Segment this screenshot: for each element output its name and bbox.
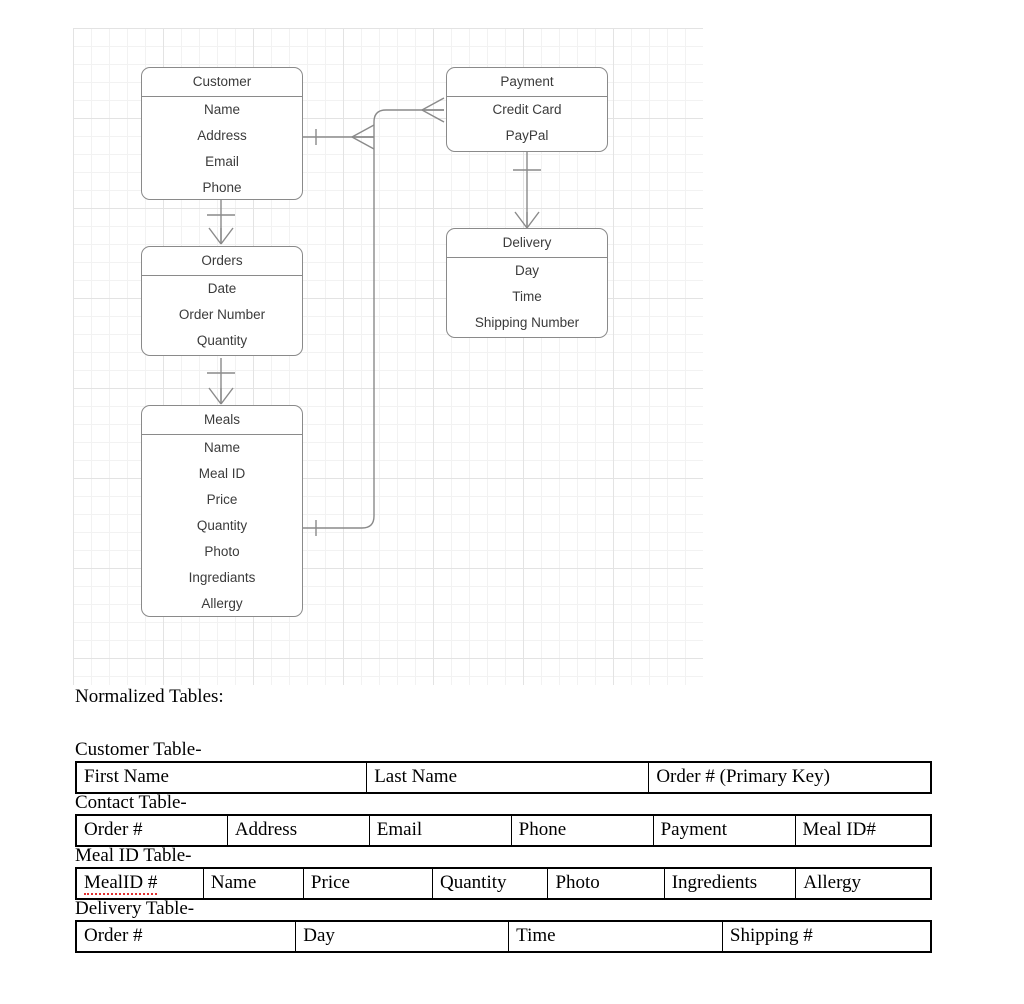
attribute-row: Phone [202, 180, 242, 195]
table-group-delivery: Delivery Table- Order # Day Time Shippin… [75, 897, 932, 953]
table-caption-customer: Customer Table- [75, 739, 202, 760]
entity-meals[interactable]: Meals Name Meal ID Price Quantity Photo … [141, 405, 303, 617]
table-header-cell[interactable]: Day [295, 920, 510, 953]
attribute-row: Name [203, 102, 240, 117]
entity-customer-title: Customer [142, 68, 302, 97]
entity-delivery-attributes: Day Time Shipping Number [447, 258, 607, 336]
delivery-table[interactable]: Order # Day Time Shipping # [75, 920, 932, 953]
table-row: MealID # Name Price Quantity Photo Ingre… [75, 867, 932, 900]
table-header-cell[interactable]: Phone [510, 814, 654, 847]
attribute-row: Ingrediants [188, 570, 256, 585]
attribute-row: Quantity [196, 333, 248, 348]
table-group-meal-id: Meal ID Table- MealID # Name Price Quant… [75, 844, 932, 900]
table-header-cell[interactable]: Name [202, 867, 304, 900]
table-caption-meal-id: Meal ID Table- [75, 845, 192, 866]
table-header-cell[interactable]: Last Name [366, 761, 650, 794]
table-header-cell[interactable]: Shipping # [721, 920, 932, 953]
attribute-row: PayPal [505, 128, 549, 143]
table-caption-contact: Contact Table- [75, 792, 187, 813]
attribute-row: Photo [204, 544, 240, 559]
table-header-cell[interactable]: Order # [75, 814, 228, 847]
table-row: Order # Address Email Phone Payment Meal… [75, 814, 932, 847]
entity-delivery[interactable]: Delivery Day Time Shipping Number [446, 228, 608, 338]
entity-customer[interactable]: Customer Name Address Email Phone [141, 67, 303, 200]
table-header-cell[interactable]: First Name [75, 761, 368, 794]
attribute-row: Address [197, 128, 247, 143]
attribute-row: Name [203, 440, 240, 455]
table-header-cell[interactable]: Time [508, 920, 723, 953]
attribute-row: Price [206, 492, 238, 507]
attribute-row: Email [205, 154, 239, 169]
table-header-cell[interactable]: Meal ID# [794, 814, 932, 847]
table-header-cell[interactable]: Ingredients [663, 867, 797, 900]
table-header-cell[interactable]: Photo [547, 867, 665, 900]
attribute-row: Order Number [178, 307, 266, 322]
attribute-row: Date [207, 281, 237, 296]
table-group-contact: Contact Table- Order # Address Email Pho… [75, 791, 932, 847]
table-header-cell[interactable]: MealID # [75, 867, 204, 900]
entity-payment-attributes: Credit Card PayPal [447, 97, 607, 149]
attribute-row: Credit Card [492, 102, 562, 117]
entity-orders-attributes: Date Order Number Quantity [142, 276, 302, 354]
table-header-cell[interactable]: Email [368, 814, 512, 847]
entity-meals-attributes: Name Meal ID Price Quantity Photo Ingred… [142, 435, 302, 616]
attribute-row: Shipping Number [474, 315, 580, 330]
entity-payment-title: Payment [447, 68, 607, 97]
entity-customer-attributes: Name Address Email Phone [142, 97, 302, 199]
attribute-row: Quantity [196, 518, 248, 533]
entity-payment[interactable]: Payment Credit Card PayPal [446, 67, 608, 152]
normalized-tables-heading: Normalized Tables: [75, 686, 224, 707]
table-header-cell[interactable]: Address [226, 814, 370, 847]
table-header-cell[interactable]: Price [302, 867, 434, 900]
table-row: Order # Day Time Shipping # [75, 920, 932, 953]
attribute-row: Meal ID [198, 466, 246, 481]
table-header-cell[interactable]: Payment [652, 814, 796, 847]
table-header-cell[interactable]: Order # [75, 920, 297, 953]
table-header-cell[interactable]: Allergy [795, 867, 932, 900]
entity-meals-title: Meals [142, 406, 302, 435]
misspelled-text: MealID # [84, 872, 158, 895]
table-row: First Name Last Name Order # (Primary Ke… [75, 761, 932, 794]
attribute-row: Allergy [201, 596, 243, 611]
table-caption-delivery: Delivery Table- [75, 898, 195, 919]
er-diagram-canvas: Customer Name Address Email Phone Paymen… [73, 28, 703, 685]
customer-table[interactable]: First Name Last Name Order # (Primary Ke… [75, 761, 932, 794]
entity-orders-title: Orders [142, 247, 302, 276]
contact-table[interactable]: Order # Address Email Phone Payment Meal… [75, 814, 932, 847]
meal-id-table[interactable]: MealID # Name Price Quantity Photo Ingre… [75, 867, 932, 900]
entity-delivery-title: Delivery [447, 229, 607, 258]
table-header-cell[interactable]: Quantity [432, 867, 549, 900]
table-header-cell[interactable]: Order # (Primary Key) [648, 761, 932, 794]
attribute-row: Time [512, 289, 542, 304]
table-group-customer: Customer Table- First Name Last Name Ord… [75, 738, 932, 794]
attribute-row: Day [514, 263, 539, 278]
entity-orders[interactable]: Orders Date Order Number Quantity [141, 246, 303, 356]
